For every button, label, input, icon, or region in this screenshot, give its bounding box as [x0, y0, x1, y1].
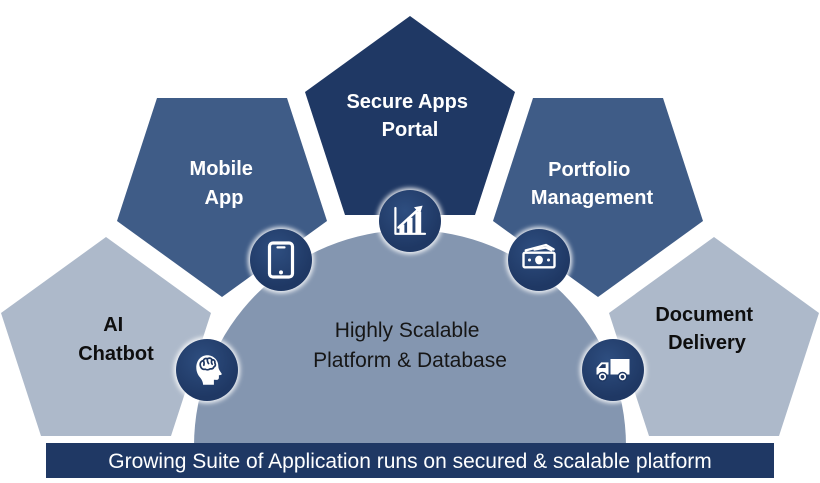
banner-text: Growing Suite of Application runs on sec…	[108, 450, 712, 473]
delivery-truck-icon	[596, 359, 630, 382]
pentagon-secure-apps-portal	[305, 16, 515, 215]
label-line: Portfolio	[548, 159, 630, 181]
label-line: App	[205, 187, 244, 209]
secure-apps-portal-icon-badge	[377, 188, 443, 254]
label-mobile-app: Mobile App	[190, 158, 259, 209]
dome-label: Highly Scalable Platform & Database	[313, 319, 507, 372]
label-secure-apps-portal: Secure Apps Portal	[346, 91, 473, 141]
mobile-app-icon-badge	[248, 227, 314, 293]
label-line: Secure Apps	[346, 91, 468, 113]
banner	[46, 443, 774, 478]
pentagon-document-delivery	[609, 237, 819, 436]
label-line: Document	[655, 304, 753, 326]
ai-chatbot-icon-badge	[174, 337, 240, 403]
label-line: Portal	[382, 119, 439, 141]
smartphone-icon	[267, 241, 295, 279]
label-document-delivery: Document Delivery	[655, 304, 758, 354]
brain-icon	[196, 355, 222, 385]
label-line: Mobile	[190, 158, 253, 180]
dome-label-line: Platform & Database	[313, 349, 507, 372]
label-ai-chatbot: AI Chatbot	[78, 314, 154, 365]
pentagon-ai-chatbot	[1, 237, 211, 436]
label-line: Chatbot	[78, 343, 154, 365]
label-line: Delivery	[668, 332, 747, 354]
label-line: AI	[103, 314, 123, 336]
label-portfolio-management: Portfolio Management	[531, 159, 654, 209]
portfolio-management-icon-badge	[506, 227, 572, 293]
dome-label-line: Highly Scalable	[335, 319, 480, 342]
money-icon	[522, 243, 556, 269]
document-delivery-icon-badge	[580, 337, 646, 403]
label-line: Management	[531, 187, 654, 209]
bar-chart-growth-icon	[394, 205, 427, 235]
icon-circle	[250, 229, 312, 291]
